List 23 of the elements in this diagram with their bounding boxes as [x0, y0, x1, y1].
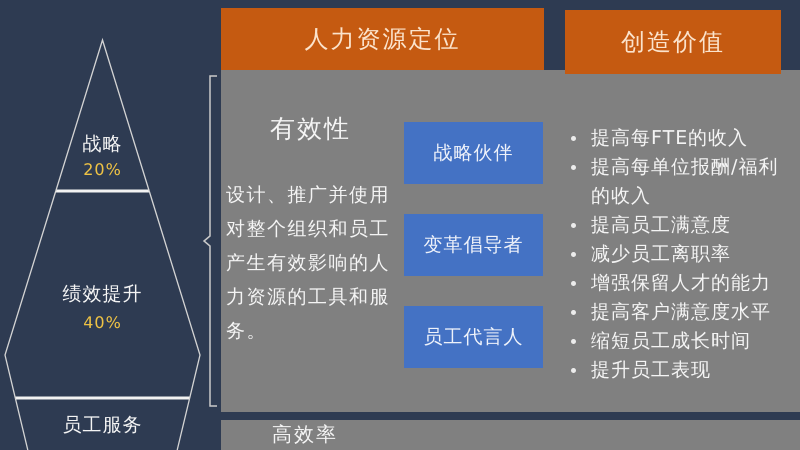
- description-text: 设计、推广并使用对整个组织和员工产生有效影响的人力资源的工具和服务。: [226, 183, 391, 344]
- list-item-text: 缩短员工成长时间: [591, 329, 752, 354]
- column-header: 人力资源定位: [221, 8, 544, 70]
- tier-label: 员工服务: [62, 414, 142, 436]
- percentage-label: 20%: [83, 160, 122, 180]
- list-item-text: 减少员工离职率: [591, 242, 732, 267]
- section-heading: 高效率: [272, 422, 338, 446]
- section-heading: 有效性: [270, 114, 351, 143]
- list-item-text: 增强保留人才的能力: [591, 271, 772, 296]
- role-card: 变革倡导者: [404, 214, 543, 276]
- list-item-text: 提高每单位报酬/福利的收入: [591, 155, 780, 209]
- tier-label: 绩效提升: [62, 283, 142, 305]
- percentage-label: 40%: [83, 313, 122, 333]
- list-item-text: 提升员工表现: [591, 358, 712, 383]
- tier-label: 战略: [82, 133, 122, 155]
- role-card: 战略伙伴: [404, 122, 543, 184]
- list-item-text: 提高客户满意度水平: [591, 300, 772, 325]
- content-panel: [221, 420, 800, 450]
- column-header: 创造价值: [565, 10, 781, 74]
- content-panel: [221, 70, 800, 412]
- list-item-text: 提高员工满意度: [591, 213, 732, 238]
- role-card: 员工代言人: [404, 306, 543, 368]
- list-item-text: 提高每FTE的收入: [591, 126, 750, 151]
